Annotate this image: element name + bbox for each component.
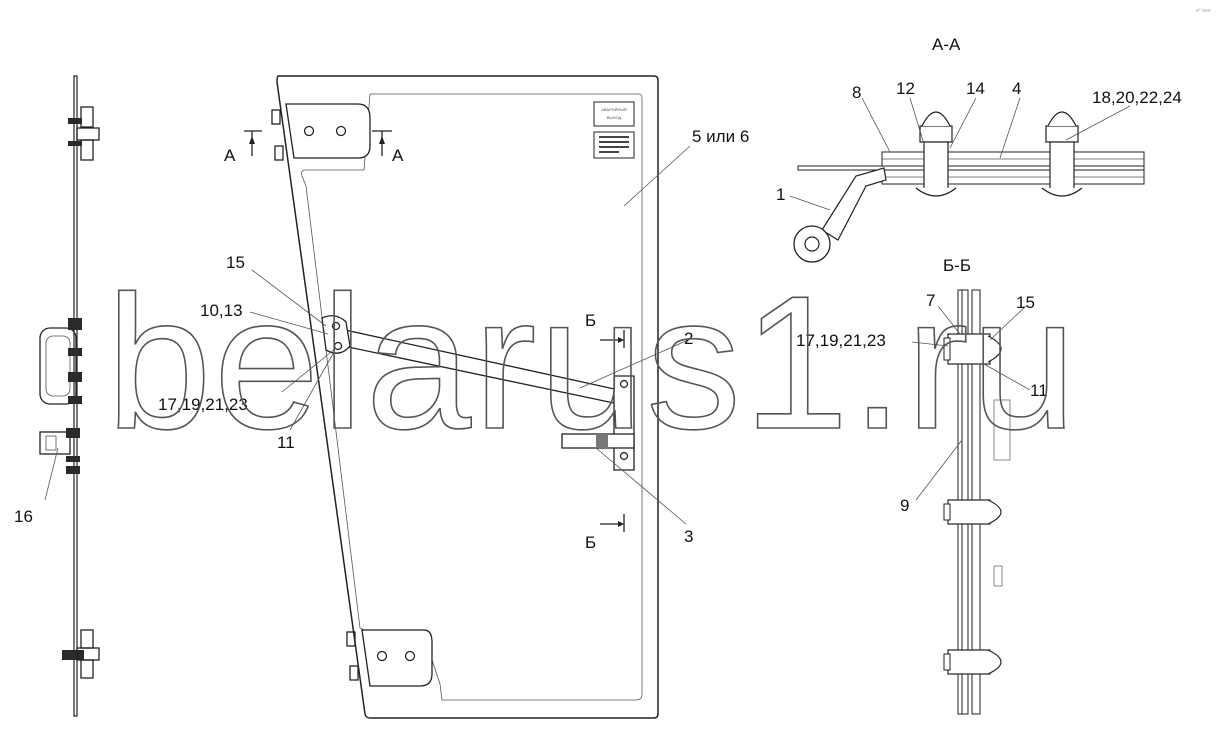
callout-10-13: 10,13 bbox=[200, 301, 243, 320]
section-bb-title: Б-Б bbox=[943, 256, 971, 275]
callout-7: 7 bbox=[926, 291, 935, 310]
side-view bbox=[39, 75, 100, 717]
callout-4: 4 bbox=[1012, 79, 1021, 98]
section-bb-view: Б-Б bbox=[943, 256, 1011, 715]
plate-line1: АВАРИЙНЫЙ bbox=[601, 107, 627, 112]
callout-15-right: 15 bbox=[1016, 293, 1035, 312]
callout-labels: 1 2 3 4 5 или 6 7 8 9 10,13 11 11 12 14 … bbox=[14, 79, 1182, 546]
marker-b-bottom: Б bbox=[585, 533, 596, 552]
marker-b-top: Б bbox=[585, 311, 596, 330]
bb-fastener-bottom bbox=[943, 649, 1002, 675]
top-hinge-side bbox=[68, 106, 100, 161]
watermark: belarus1.ru bbox=[106, 257, 1079, 469]
emergency-exit-plate: АВАРИЙНЫЙ ВЫХОД bbox=[593, 101, 635, 159]
handle-side bbox=[39, 318, 82, 405]
bb-fastener-middle bbox=[943, 499, 1002, 525]
callout-8: 8 bbox=[852, 83, 861, 102]
latch-16-side bbox=[39, 428, 80, 474]
emergency-bar bbox=[321, 315, 635, 471]
callout-1: 1 bbox=[776, 185, 785, 204]
callout-17-left: 17,19,21,23 bbox=[158, 395, 248, 414]
callout-3: 3 bbox=[684, 527, 693, 546]
marker-a-right: А bbox=[392, 146, 404, 165]
callout-11-right: 11 bbox=[1030, 381, 1048, 400]
leader-lines bbox=[44, 97, 1131, 525]
bottom-hinge-plate bbox=[346, 629, 433, 687]
section-a-markers: А А bbox=[224, 130, 404, 165]
callout-17-right: 17,19,21,23 bbox=[796, 331, 886, 350]
callout-5-or-6: 5 или 6 bbox=[692, 127, 749, 146]
callout-18: 18,20,22,24 bbox=[1092, 88, 1182, 107]
callout-9: 9 bbox=[900, 496, 909, 515]
top-hinge-plate bbox=[271, 103, 371, 161]
section-aa-view: А-А bbox=[793, 35, 1145, 263]
callout-15-left: 15 bbox=[226, 253, 245, 272]
section-b-markers: Б Б bbox=[585, 311, 625, 552]
callout-16: 16 bbox=[14, 507, 33, 526]
bb-fastener-top bbox=[943, 333, 1002, 365]
bottom-hinge-side bbox=[62, 629, 100, 679]
corner-mark: e° ooo bbox=[1196, 8, 1211, 14]
plate-line2: ВЫХОД bbox=[607, 115, 622, 120]
callout-14: 14 bbox=[966, 79, 985, 98]
door-front-view: АВАРИЙНЫЙ ВЫХОД А bbox=[224, 75, 659, 719]
callout-2: 2 bbox=[684, 329, 693, 348]
callout-11-left: 11 bbox=[277, 433, 295, 452]
callout-12: 12 bbox=[896, 79, 915, 98]
marker-a-left: А bbox=[224, 146, 236, 165]
section-aa-title: А-А bbox=[932, 35, 961, 54]
